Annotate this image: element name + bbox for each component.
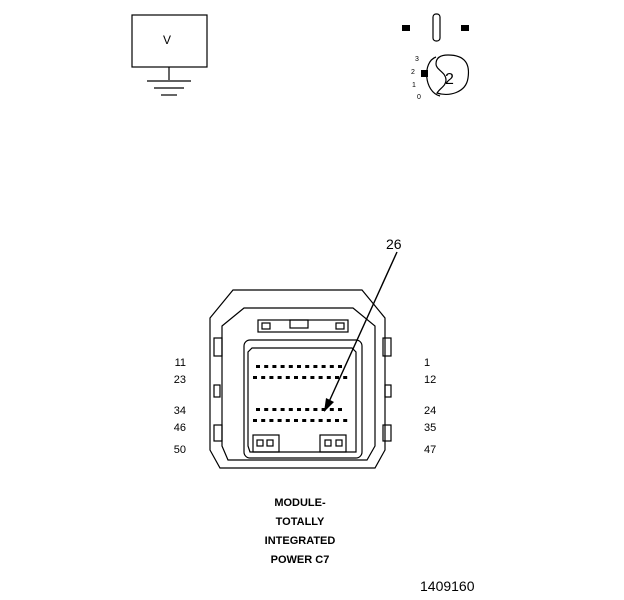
pin-label-right: 24 [424, 405, 437, 417]
pin-cavity [297, 365, 301, 368]
pin-cavity [280, 408, 285, 411]
pin-cavity [329, 365, 334, 368]
figure-id: 1409160 [420, 578, 475, 594]
pin-cavity [313, 408, 318, 411]
pin-cavity [329, 408, 334, 411]
pin-cavity [343, 419, 348, 422]
pin-cavity [338, 408, 342, 411]
ground-icon [147, 80, 191, 96]
pin-label-left: 50 [173, 444, 186, 456]
pin-row-1 [256, 365, 342, 368]
pin-label-right: 35 [424, 422, 437, 434]
pin-cavity [253, 376, 257, 379]
ignition-position-label: 2 [411, 69, 415, 76]
meter-label: V [163, 33, 172, 47]
pin-cavity [318, 376, 323, 379]
pin-cavity [261, 419, 266, 422]
pin-cavity [277, 419, 282, 422]
pin-cavity [310, 376, 315, 379]
pin-cavity [297, 408, 301, 411]
pin-cavity [253, 419, 257, 422]
pin-cavity [302, 419, 307, 422]
caption-line: TOTALLY [275, 516, 325, 528]
pin-cavity [294, 419, 298, 422]
pin-cavity [310, 419, 315, 422]
caption-line: MODULE- [274, 497, 326, 509]
pin-cavity [305, 408, 310, 411]
pin-cavity [272, 408, 277, 411]
pin-cavity [335, 419, 339, 422]
pin-cavity [272, 365, 277, 368]
ignition-position-number: 2 [445, 71, 454, 88]
pin-cavity [318, 419, 323, 422]
pin-cavity [280, 365, 285, 368]
pin-cavity [264, 408, 269, 411]
pin-cavity [326, 419, 331, 422]
callout-arrow [324, 251, 398, 412]
ignition-switch-icon [402, 13, 470, 97]
pin-label-right: 12 [424, 374, 437, 386]
pin-cavity [269, 376, 274, 379]
pin-label-left: 46 [173, 422, 186, 434]
pin-cavity [343, 376, 348, 379]
pin-row-3 [256, 408, 342, 411]
pin-label-left: 34 [173, 405, 186, 417]
pin-cavity [321, 365, 326, 368]
pin-cavity [256, 365, 260, 368]
pin-label-left: 23 [173, 374, 186, 386]
pin-cavity [285, 419, 290, 422]
pin-label-right: 47 [424, 444, 437, 456]
ignition-position-label: 1 [412, 82, 416, 89]
ignition-position-label: 0 [417, 94, 421, 101]
pin-cavity [326, 376, 331, 379]
pin-row-4 [253, 419, 348, 422]
pin-cavity [313, 365, 318, 368]
caption-line: INTEGRATED [264, 535, 336, 547]
pin-cavity [338, 365, 342, 368]
pin-cavity [269, 419, 274, 422]
pin-cavity [285, 376, 290, 379]
connector-c7 [209, 289, 392, 469]
pin-cavity [288, 408, 293, 411]
caption-line: POWER C7 [270, 554, 330, 566]
pin-cavity [264, 365, 269, 368]
pin-label-right: 1 [424, 357, 431, 369]
pin-cavity [277, 376, 282, 379]
pin-cavity [256, 408, 260, 411]
pin-cavity [302, 376, 307, 379]
callout-pin-number: 26 [386, 236, 402, 252]
pin-cavity [294, 376, 298, 379]
pin-cavity [288, 365, 293, 368]
pin-row-2 [253, 376, 348, 379]
pin-cavity [335, 376, 339, 379]
pin-cavity [305, 365, 310, 368]
pin-cavity [321, 408, 326, 411]
ignition-position-label: 3 [415, 56, 419, 63]
pin-label-left: 11 [174, 357, 186, 369]
connector-caption: MODULE- TOTALLY INTEGRATED POWER C7 [250, 494, 350, 570]
pin-cavity [261, 376, 266, 379]
